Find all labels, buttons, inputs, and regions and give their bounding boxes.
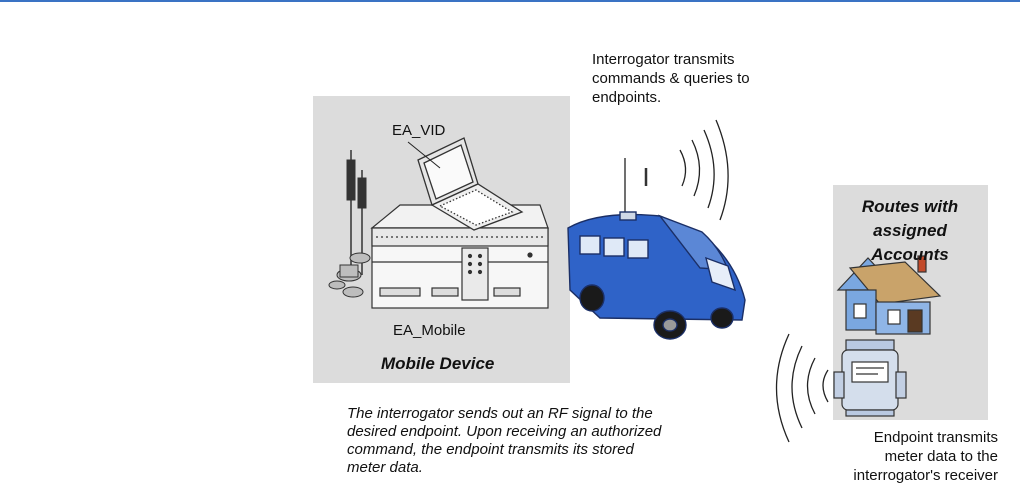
house-icon <box>836 255 942 335</box>
routes-title: Routes with assigned Accounts <box>861 197 959 264</box>
van-rf-waves-icon <box>679 119 729 221</box>
mobile-device-title: Mobile Device <box>381 354 495 373</box>
top-rule <box>0 0 1020 2</box>
mobile-unit-label: EA_Mobile <box>393 322 466 339</box>
meter-endpoint-icon <box>833 339 907 417</box>
laptop-label: EA_VID <box>392 122 446 139</box>
diagram-caption: The interrogator sends out an RF signal … <box>347 405 662 476</box>
mobile-unit-icon <box>370 204 549 309</box>
interrogator-note: Interrogator transmits commands & querie… <box>592 51 750 106</box>
interrogator-van-icon <box>567 158 746 340</box>
endpoint-rf-waves-icon <box>775 333 829 443</box>
laptop-icon <box>407 137 524 231</box>
antenna-icon <box>328 150 371 298</box>
endpoint-note: Endpoint transmits meter data to the int… <box>853 429 998 484</box>
